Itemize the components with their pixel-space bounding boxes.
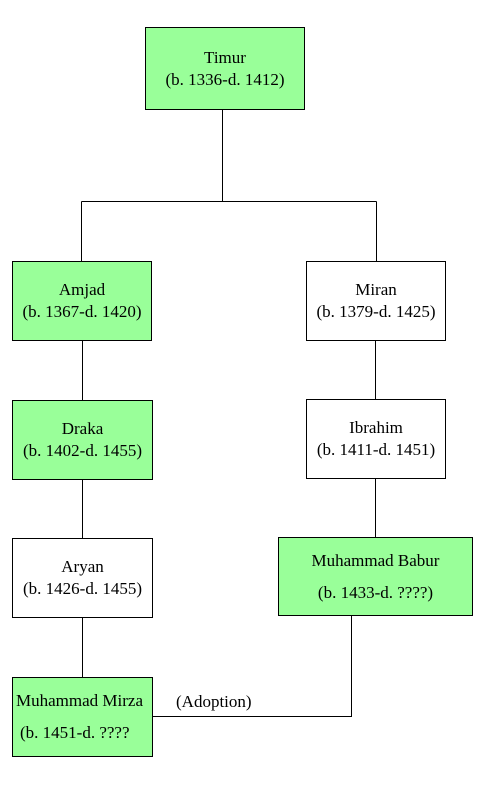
node-ibrahim-name: Ibrahim xyxy=(349,418,403,437)
node-muhammad-babur: Muhammad Babur (b. 1433-d. ????) xyxy=(278,537,473,616)
node-muhammad-mirza-name: Muhammad Mirza xyxy=(16,691,143,710)
node-amjad-dates: (b. 1367-d. 1420) xyxy=(22,302,142,321)
node-muhammad-mirza: Muhammad Mirza (b. 1451-d. ???? xyxy=(12,677,153,757)
node-timur: Timur (b. 1336-d. 1412) xyxy=(145,27,305,110)
node-amjad-name: Amjad xyxy=(58,280,106,299)
node-muhammad-babur-dates: (b. 1433-d. ????) xyxy=(317,582,434,602)
node-timur-name: Timur xyxy=(204,47,246,67)
node-draka: Draka (b. 1402-d. 1455) xyxy=(12,400,153,480)
adoption-label: (Adoption) xyxy=(176,692,252,711)
node-miran: Miran (b. 1379-d. 1425) xyxy=(306,261,446,341)
node-aryan-dates: (b. 1426-d. 1455) xyxy=(23,579,142,598)
connector-adoption xyxy=(152,615,352,717)
node-ibrahim: Ibrahim (b. 1411-d. 1451) xyxy=(306,399,446,479)
node-aryan-name: Aryan xyxy=(61,557,104,576)
node-draka-dates: (b. 1402-d. 1455) xyxy=(23,441,142,460)
node-miran-dates: (b. 1379-d. 1425) xyxy=(316,302,436,321)
node-muhammad-mirza-dates: (b. 1451-d. ???? xyxy=(20,723,130,742)
node-muhammad-babur-name: Muhammad Babur xyxy=(311,550,440,570)
node-ibrahim-dates: (b. 1411-d. 1451) xyxy=(316,440,436,459)
node-amjad: Amjad (b. 1367-d. 1420) xyxy=(12,261,152,341)
node-aryan: Aryan (b. 1426-d. 1455) xyxy=(12,538,153,618)
node-miran-name: Miran xyxy=(355,280,397,299)
node-timur-dates: (b. 1336-d. 1412) xyxy=(165,69,285,89)
node-draka-name: Draka xyxy=(61,419,104,438)
